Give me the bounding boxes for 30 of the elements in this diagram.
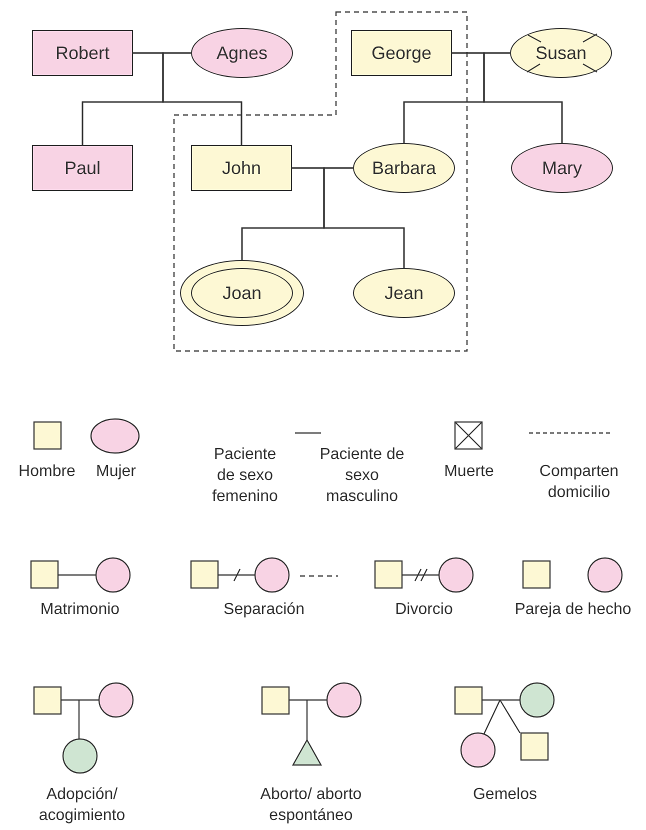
legend-label: Paciente de sexo masculino [318,445,406,507]
connector-line [162,52,242,145]
person-name: Paul [64,158,101,178]
person-name: Barbara [372,158,436,178]
connector-line [483,52,563,143]
person-box [32,30,133,76]
legend-label: Hombre [18,462,76,482]
person-name: George [371,42,432,64]
legend-label: Mujer [94,462,137,482]
person-box [191,145,292,191]
legend-label: Pareja de hecho [514,600,632,620]
person-name: Mary [542,158,582,178]
legend-label: Muerte [443,462,495,482]
legend-label: Matrimonio [39,600,121,620]
legend-label: Gemelos [472,785,538,805]
person-name: Robert [55,42,110,64]
person-name: Jean [384,282,424,304]
person-name: Joan [222,282,262,304]
legend-label: Adopción/ acogimiento [38,785,126,826]
person-name: Agnes [216,42,268,64]
connector-line [323,167,405,268]
person-box [351,30,452,76]
person-name: John [222,158,262,178]
legend-label: Divorcio [394,600,454,620]
legend-label: Aborto/ aborto espontáneo [259,785,363,826]
person-box [32,145,133,191]
legend-label: Separación [222,600,306,620]
person-name: Susan [535,42,587,64]
legend-label: Comparten domicilio [538,462,620,503]
legend-label: Paciente de sexo femenino [211,445,279,507]
